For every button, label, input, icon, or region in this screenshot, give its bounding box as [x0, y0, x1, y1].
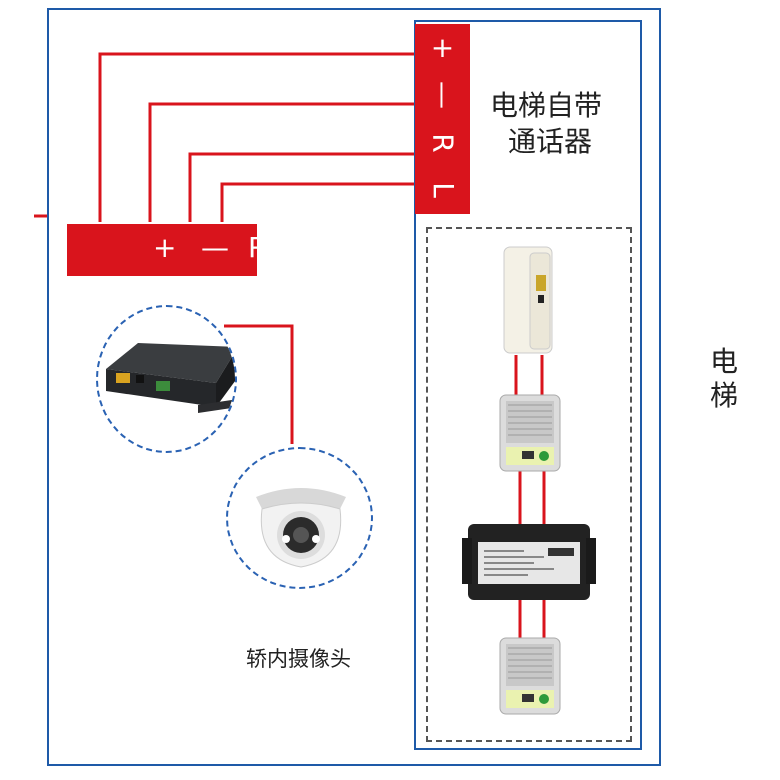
terminal-block-left: + — R L [67, 224, 257, 276]
terminal-plus: + [153, 234, 176, 262]
terminal-minus: — [429, 81, 457, 109]
camera-label: 轿内摄像头 [246, 643, 351, 673]
terminal-block-right: + — R L [415, 24, 470, 214]
speaker-unit-icon [498, 393, 562, 473]
intercom-label: 电梯自带 通话器 [490, 88, 602, 160]
camera-circle [226, 447, 373, 589]
dome-camera-icon [228, 449, 373, 589]
gateway-circle [96, 305, 237, 453]
handset-icon [500, 245, 556, 357]
gateway-device-icon [98, 307, 237, 453]
terminal-minus: — [201, 234, 229, 262]
control-box-icon [462, 520, 596, 604]
terminal-r: R [248, 234, 267, 262]
terminal-l: L [428, 182, 456, 198]
terminal-plus: + [431, 34, 454, 62]
terminal-l: L [285, 234, 301, 262]
speaker-unit-icon [498, 636, 562, 716]
terminal-r: R [429, 133, 457, 152]
elevator-label: 电 梯 [706, 345, 742, 413]
